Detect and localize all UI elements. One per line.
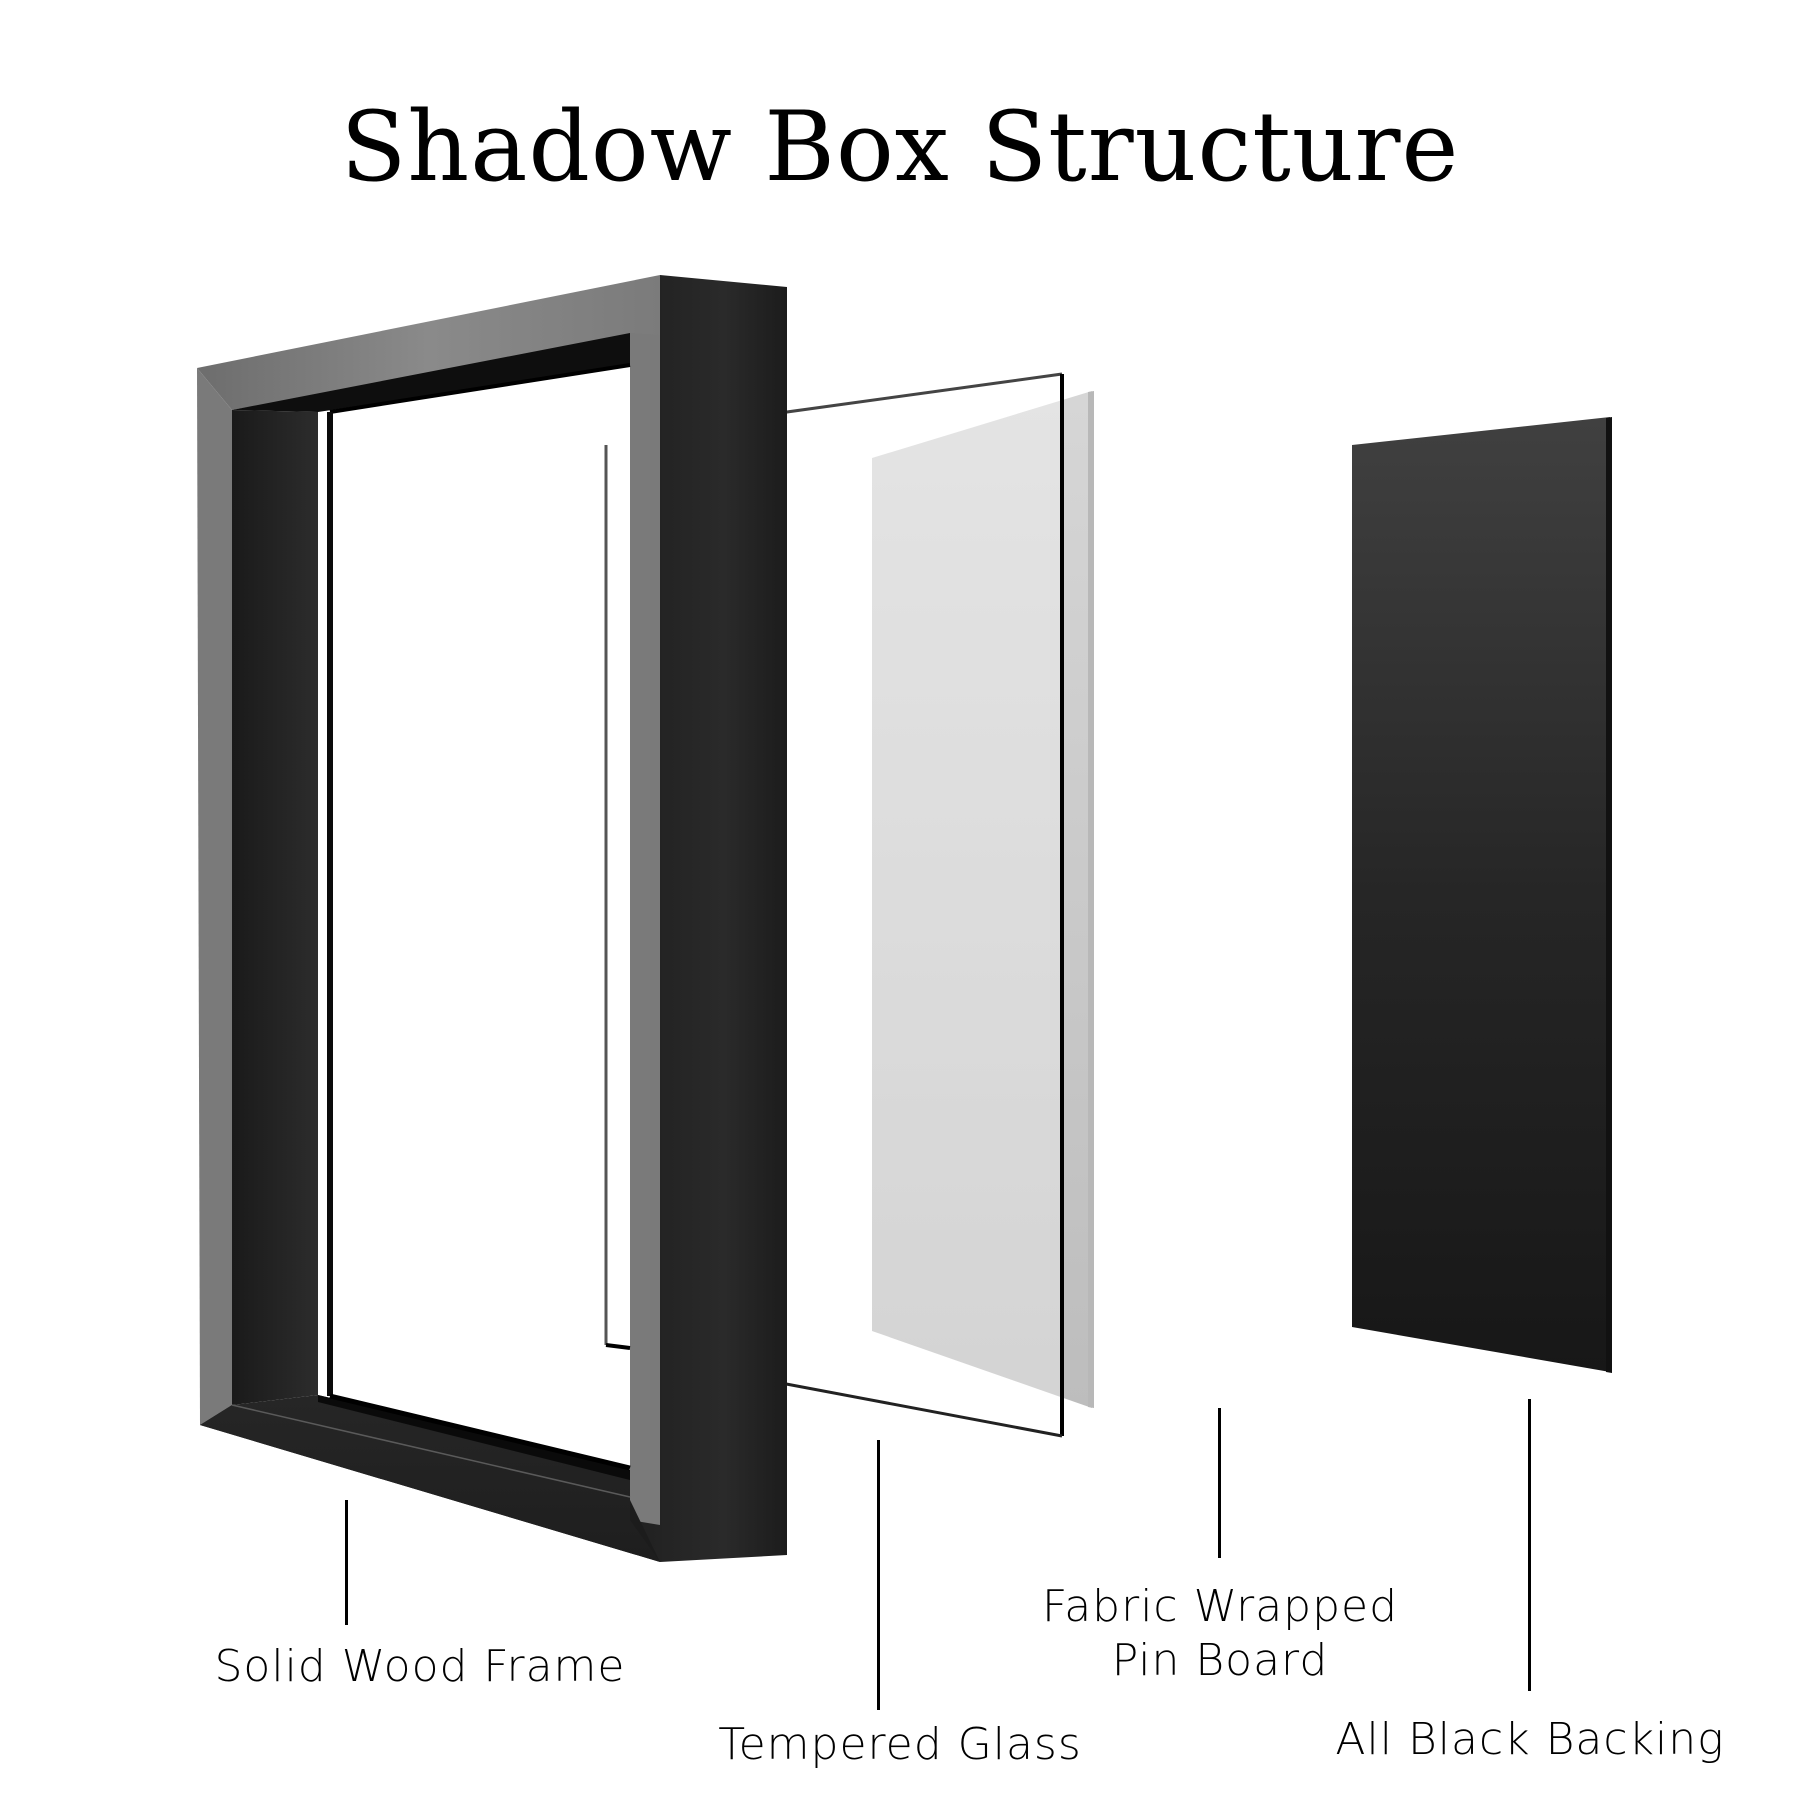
label-text: All Black Backing [1335,1714,1725,1765]
label-line-2: Pin Board [1111,1635,1329,1686]
backing-leader-line [1528,1399,1531,1691]
label-solid-wood-frame: Solid Wood Frame [200,1640,640,1694]
pin-board-leader-line [1218,1408,1221,1558]
pin-board-panel [872,391,1094,1408]
diagram-title: Shadow Box Structure [340,91,1460,203]
label-text: Solid Wood Frame [214,1641,626,1692]
label-all-black-backing: All Black Backing [1320,1713,1740,1767]
label-line-1: Fabric Wrapped [1041,1581,1399,1632]
glass-leader-line [877,1440,880,1710]
frame-leader-line [345,1500,348,1625]
backing-panel [1352,417,1612,1373]
label-text: Tempered Glass [718,1719,1082,1770]
label-tempered-glass: Tempered Glass [700,1718,1100,1772]
frame-body [197,275,787,1562]
label-fabric-wrapped-pin-board: Fabric Wrapped Pin Board [1020,1580,1420,1688]
